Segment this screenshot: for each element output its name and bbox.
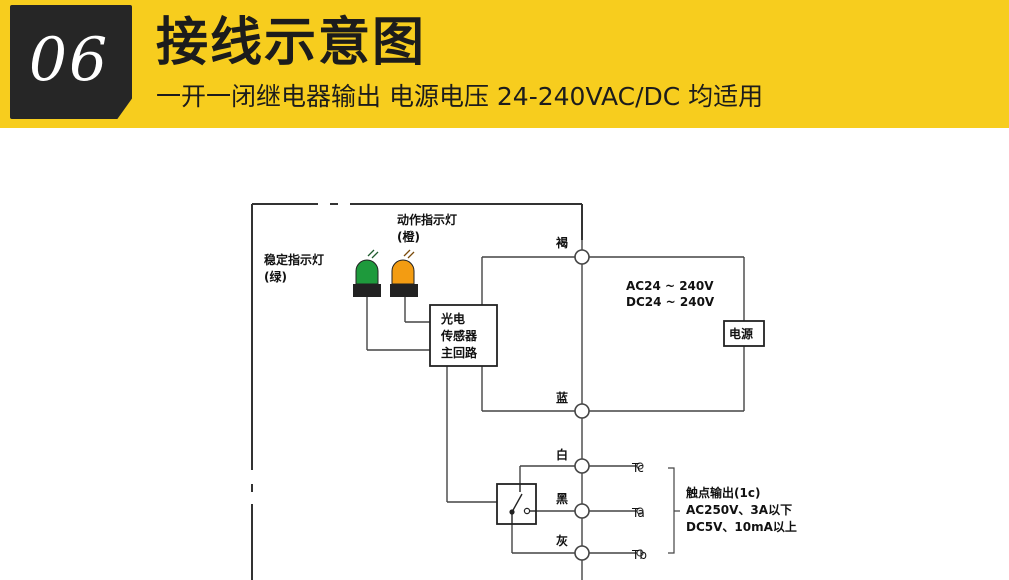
page-subtitle: 一开一闭继电器输出 电源电压 24-240VAC/DC 均适用 xyxy=(156,82,764,111)
power-supply-box xyxy=(723,320,765,347)
orange-light-rays xyxy=(403,249,415,259)
relay-contact-symbol xyxy=(509,484,536,524)
terminal-ta-label: Ta xyxy=(631,506,645,520)
header-banner: 06 接线示意图 一开一闭继电器输出 电源电压 24-240VAC/DC 均适用 xyxy=(0,0,1009,128)
sensor-label-2: 传感器 xyxy=(440,328,478,343)
green-light-rays xyxy=(367,249,379,259)
wire-blue-label: 蓝 xyxy=(556,390,568,405)
contact-output-dc: DC5V、10mA以上 xyxy=(686,519,797,534)
sensor-main-circuit-box xyxy=(429,304,498,367)
terminal-white xyxy=(574,458,590,474)
section-number: 06 xyxy=(28,25,110,95)
wire-brown-label: 褐 xyxy=(555,235,568,250)
power-box-label: 电源 xyxy=(729,326,753,341)
action-indicator-label: 动作指示灯 xyxy=(397,212,457,227)
action-indicator-color-note: (橙) xyxy=(397,229,420,244)
contact-output-ac: AC250V、3A以下 xyxy=(686,503,792,517)
contact-output-bracket xyxy=(668,467,680,554)
power-dc-label: DC24 ~ 240V xyxy=(626,295,715,309)
sensor-enclosure xyxy=(251,203,583,580)
terminal-blue xyxy=(574,403,590,419)
sensor-label-3: 主回路 xyxy=(441,345,478,360)
main-wires xyxy=(366,240,745,580)
terminal-tb-label: Tb xyxy=(631,548,647,562)
terminal-black xyxy=(574,503,590,519)
terminals xyxy=(574,249,590,561)
stable-indicator-label: 稳定指示灯 xyxy=(264,252,324,267)
terminal-gray xyxy=(574,545,590,561)
wire-black-label: 黑 xyxy=(556,492,568,506)
action-indicator-lamp xyxy=(390,249,418,297)
stable-indicator-color-note: (绿) xyxy=(264,269,287,284)
output-terminal-dots xyxy=(636,462,644,557)
wire-gray-label: 灰 xyxy=(556,533,568,548)
section-number-badge: 06 xyxy=(10,5,132,119)
power-ac-label: AC24 ~ 240V xyxy=(626,279,714,293)
contact-output-title: 触点输出(1c) xyxy=(686,485,760,500)
terminal-brown xyxy=(574,249,590,265)
stable-indicator-lamp xyxy=(353,249,381,297)
wire-white-label: 白 xyxy=(556,447,568,462)
terminal-tc-label: Tc xyxy=(631,461,644,475)
relay-box xyxy=(496,483,537,525)
sensor-label-1: 光电 xyxy=(440,311,465,326)
page-title: 接线示意图 xyxy=(156,13,427,73)
